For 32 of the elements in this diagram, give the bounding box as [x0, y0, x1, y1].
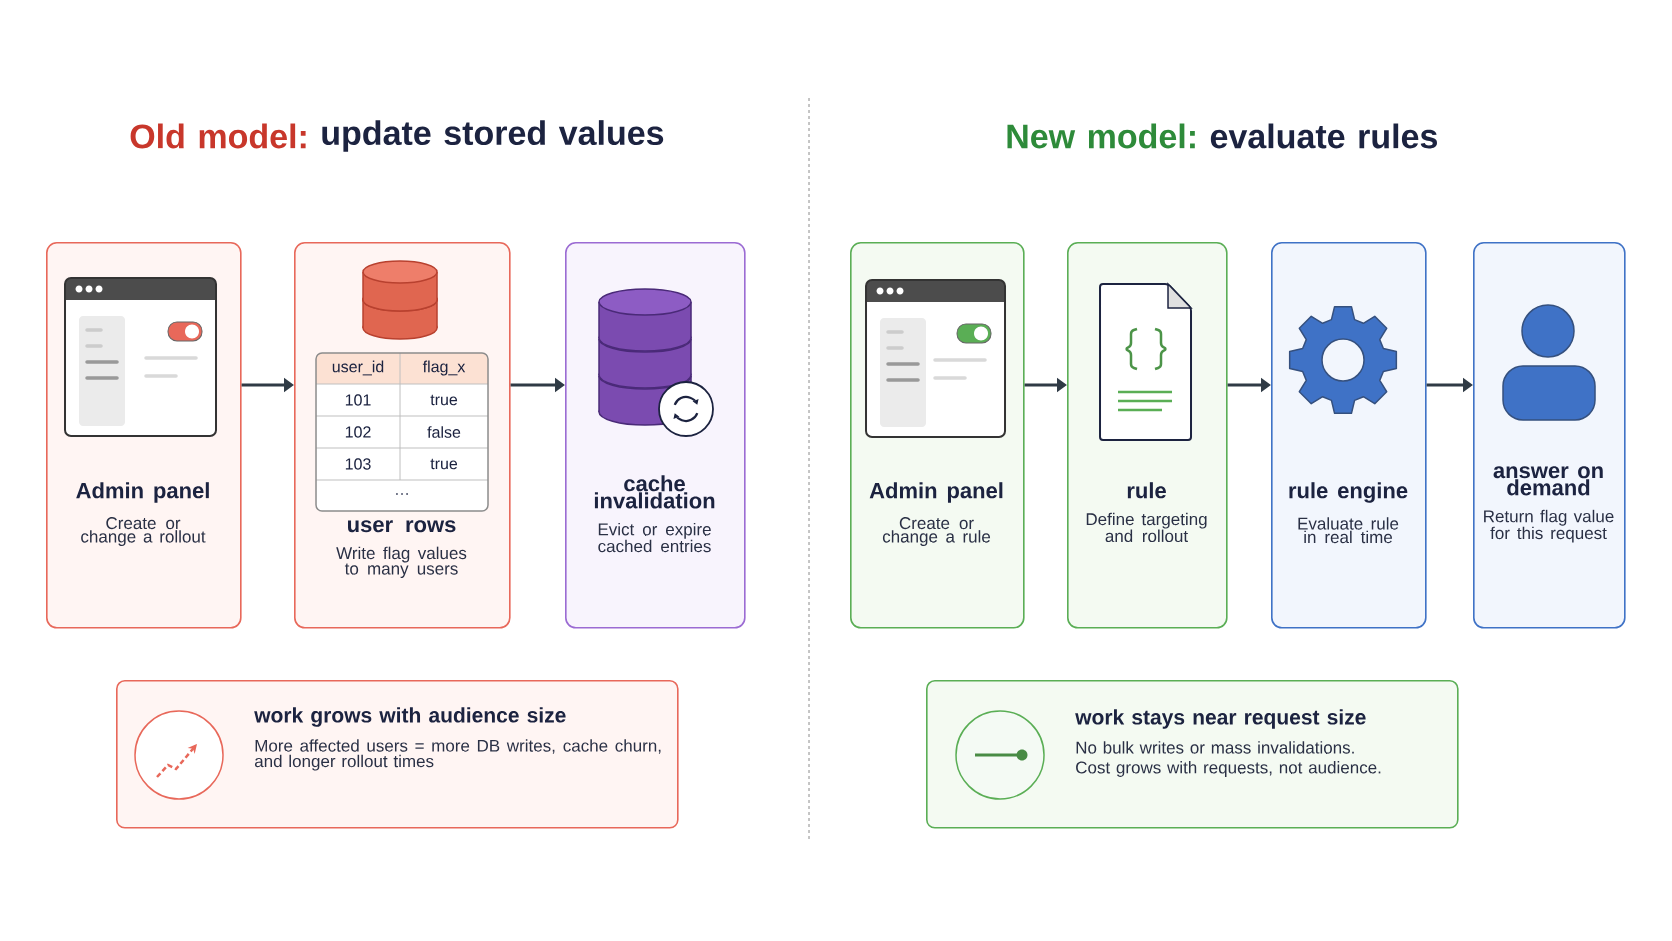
heading-text: New model:: [1007, 123, 1195, 149]
heading-text: evaluate rules: [1210, 123, 1437, 149]
table-cell: false: [427, 426, 461, 438]
box-description: Return flag value for this request: [1484, 509, 1614, 543]
table-cell: …: [396, 493, 408, 495]
heading-text: Old model:: [130, 123, 306, 149]
box-description: Create or change a rule: [882, 517, 991, 546]
table-cell: flag_x: [422, 360, 466, 376]
table-cell: 102: [345, 426, 371, 438]
box-heading: answer on demand: [1493, 466, 1603, 496]
box-description: No bulk writes or mass invalidations.: [1076, 741, 1354, 754]
box-description: Evaluate rule in real time: [1298, 517, 1399, 544]
box-heading: rule engine: [1289, 482, 1408, 503]
box-heading: work stays near request size: [1075, 709, 1366, 729]
table-cell: true: [430, 458, 458, 470]
heading-text: update stored values: [322, 120, 664, 152]
box-heading: cache invalidation: [594, 475, 715, 509]
box-description: More affected users = more DB writes, cache churn, and longer rollout times: [254, 739, 661, 771]
table-cell: true: [430, 394, 458, 406]
box-description: Evict or expire cached entries: [598, 522, 711, 553]
box-description: Create or change a rollout: [81, 517, 206, 546]
box-description: Write flag values to many users: [336, 546, 467, 579]
table-cell: 101: [345, 394, 371, 406]
box-heading: work grows with audience size: [254, 707, 566, 727]
box-description: Define targeting and rollout: [1086, 512, 1207, 543]
box-heading: rule: [1127, 482, 1166, 499]
box-heading: Admin panel: [869, 482, 1003, 503]
table-cell: user_id: [332, 360, 384, 376]
table-cell: 103: [345, 458, 371, 470]
box-description: Cost grows with requests, not audience.: [1076, 761, 1381, 777]
box-heading: Admin panel: [76, 482, 209, 503]
box-heading: user rows: [348, 520, 456, 533]
